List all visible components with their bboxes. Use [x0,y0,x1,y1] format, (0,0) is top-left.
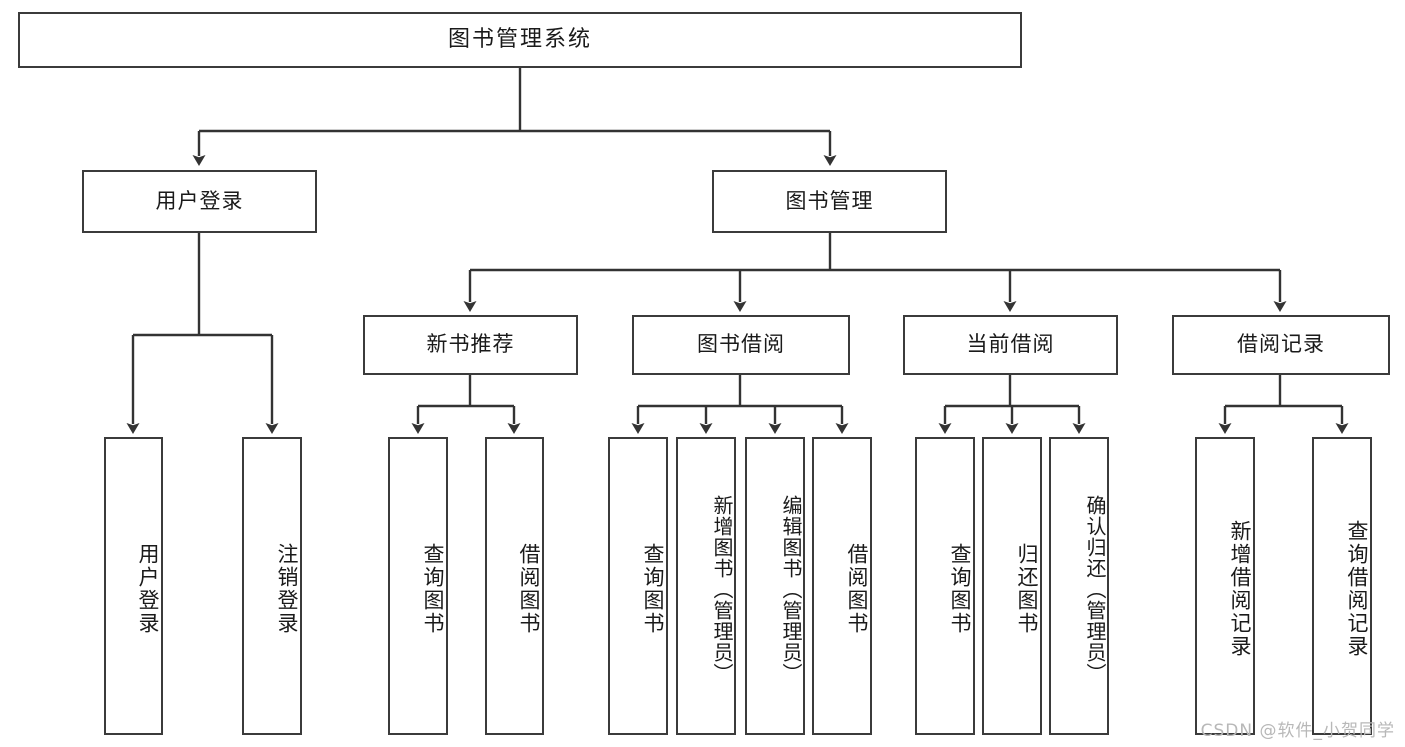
node-book-borrow[interactable]: 图书借阅 [632,315,850,375]
leaf-edit-book-admin[interactable]: 编辑图书（管理员） [745,437,805,735]
node-label: 用户登录 [136,543,160,635]
node-root-library-system[interactable]: 图书管理系统 [18,12,1022,68]
leaf-confirm-return-admin[interactable]: 确认归还（管理员） [1049,437,1109,735]
node-label: 新增图书（管理员） [710,494,734,684]
leaf-query-borrow-record[interactable]: 查询借阅记录 [1312,437,1372,735]
leaf-logout[interactable]: 注销登录 [242,437,302,735]
node-label: 借阅记录 [1237,332,1325,357]
node-label: 图书管理 [785,188,874,213]
node-label: 用户登录 [155,188,244,213]
node-borrow-record[interactable]: 借阅记录 [1172,315,1390,375]
node-current-borrow[interactable]: 当前借阅 [903,315,1118,375]
node-user-login[interactable]: 用户登录 [82,170,317,233]
node-label: 查询借阅记录 [1345,520,1369,658]
node-label: 新书推荐 [426,332,515,357]
leaf-return-book[interactable]: 归还图书 [982,437,1042,735]
node-new-book-recommend[interactable]: 新书推荐 [363,315,578,375]
watermark: CSDN @软件_小贺同学 [1200,721,1395,741]
leaf-query-book-current[interactable]: 查询图书 [915,437,975,735]
node-label: 查询图书 [948,543,972,635]
node-label: 借阅图书 [517,543,541,635]
node-label: 查询图书 [641,543,665,635]
node-label: 图书借阅 [697,332,785,357]
node-label: 当前借阅 [966,332,1055,357]
node-book-management[interactable]: 图书管理 [712,170,947,233]
leaf-query-book-recommend[interactable]: 查询图书 [388,437,448,735]
node-label: 查询图书 [421,543,445,635]
leaf-user-login[interactable]: 用户登录 [104,437,163,735]
node-label: 归还图书 [1015,543,1039,635]
node-label: 借阅图书 [845,543,869,635]
node-label: 确认归还（管理员） [1083,494,1107,684]
node-label: 编辑图书（管理员） [779,494,803,684]
node-label: 新增借阅记录 [1228,520,1252,658]
leaf-add-borrow-record[interactable]: 新增借阅记录 [1195,437,1255,735]
leaf-add-book-admin[interactable]: 新增图书（管理员） [676,437,736,735]
node-label: 图书管理系统 [447,26,592,52]
node-label: 注销登录 [275,543,299,635]
leaf-borrow-book[interactable]: 借阅图书 [812,437,872,735]
leaf-borrow-book-recommend[interactable]: 借阅图书 [485,437,544,735]
leaf-query-book-borrow[interactable]: 查询图书 [608,437,668,735]
